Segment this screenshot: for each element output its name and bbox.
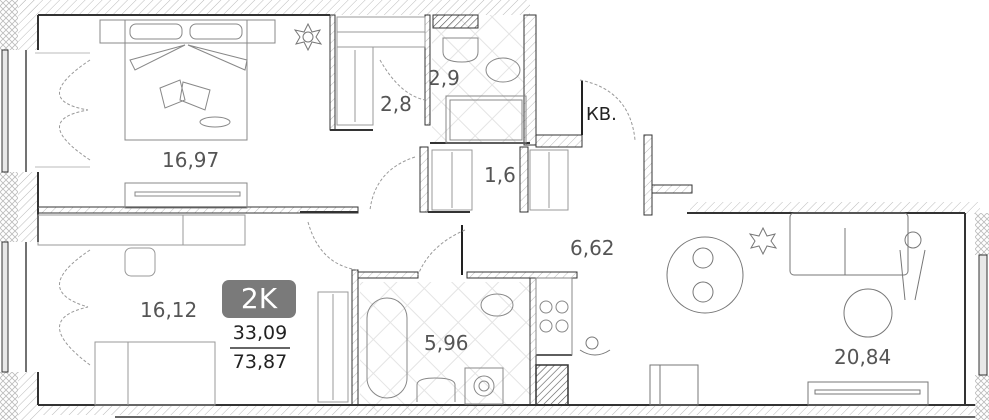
bed-double <box>99 19 276 209</box>
person-icon <box>579 231 926 356</box>
room-area-hallway: 6,62 <box>570 236 615 260</box>
door-swings <box>59 59 636 366</box>
living-area-value: 33,09 <box>232 322 288 344</box>
living-furniture <box>649 212 929 406</box>
bathroom-fixtures <box>366 37 573 405</box>
tile-floors <box>360 15 530 412</box>
room-area-bathroom-2: 5,96 <box>424 331 469 355</box>
room-area-living: 20,84 <box>834 345 892 369</box>
wardrobes <box>182 16 569 403</box>
room-area-bedroom-1: 16,97 <box>162 148 220 172</box>
total-area-value: 73,87 <box>232 351 288 373</box>
room-area-bathroom-1: 2,9 <box>428 66 460 90</box>
entrance-label: КВ. <box>586 104 617 125</box>
room-area-storage: 1,6 <box>484 163 516 187</box>
area-divider <box>230 347 290 349</box>
plant-icon <box>293 22 778 256</box>
room-area-bedroom-2: 16,12 <box>140 298 198 322</box>
unit-type-badge: 2K <box>222 280 296 318</box>
desk-and-bed <box>37 214 216 406</box>
room-area-wardrobe: 2,8 <box>380 92 412 116</box>
